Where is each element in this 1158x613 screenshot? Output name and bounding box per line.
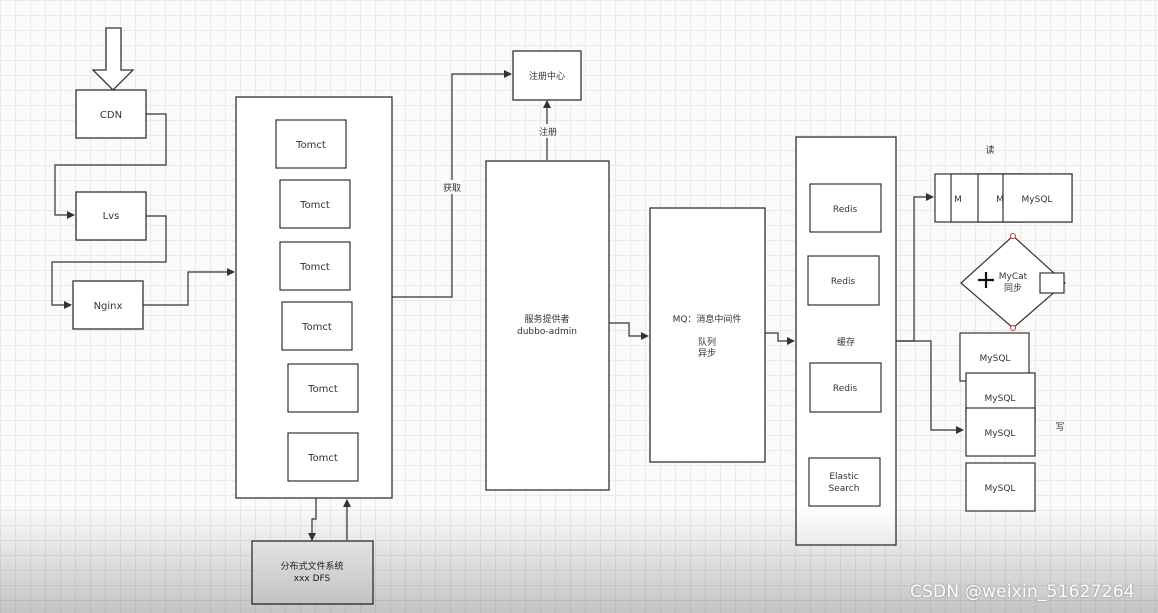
tomcat-label: Tomct xyxy=(307,384,338,395)
mq-node xyxy=(649,207,766,463)
cdn-node xyxy=(75,89,147,139)
tomcat-node xyxy=(279,179,351,229)
mq-to-cache-connector xyxy=(765,332,795,345)
redis-node xyxy=(809,183,882,233)
service-provider-node xyxy=(485,160,610,491)
register-label: 注册 xyxy=(539,126,557,138)
lvs-node xyxy=(75,191,147,241)
mysql-read-node xyxy=(1002,173,1073,223)
nginx-to-tomcat-cluster-connector xyxy=(143,268,235,306)
provider-label-line1: 服务提供者 xyxy=(524,313,569,325)
watermark: CSDN @weixin_51627264 xyxy=(910,582,1135,602)
dfs-label-line1: 分布式文件系统 xyxy=(280,560,343,572)
redis-label: Redis xyxy=(833,205,858,215)
cdn-label: CDN xyxy=(100,110,122,121)
elasticsearch-node xyxy=(808,457,881,507)
mysql-write-node xyxy=(965,407,1036,457)
provider-to-mq-connector xyxy=(609,322,649,340)
mysql-read-label-short: M xyxy=(954,195,962,205)
write-label: 写 xyxy=(1055,422,1064,433)
mysql-read-label: MySQL xyxy=(1022,195,1053,205)
fetch-label: 获取 xyxy=(443,183,461,194)
tomcat-label: Tomct xyxy=(301,322,332,333)
dfs-node xyxy=(251,540,374,605)
nginx-label: Nginx xyxy=(94,301,123,312)
tomcat-node xyxy=(281,301,353,351)
cursor-crosshair-icon xyxy=(978,272,994,288)
mysql-write-label: MySQL xyxy=(985,429,1016,439)
mysql-write-label: MySQL xyxy=(980,354,1011,364)
registry-label: 注册中心 xyxy=(529,70,565,82)
redis-label: Redis xyxy=(833,384,858,394)
lvs-label: Lvs xyxy=(103,211,120,222)
registry-node xyxy=(512,50,582,101)
mq-label-line1: MQ：消息中间件 xyxy=(673,313,742,325)
redis-node xyxy=(807,255,880,306)
mycat-label-line1: MyCat xyxy=(999,272,1028,282)
redis-label: Redis xyxy=(831,277,856,287)
es-label-line1: Elastic xyxy=(829,472,858,482)
dfs-label-line2: xxx DFS xyxy=(294,574,331,584)
mq-label-line2: 队列 xyxy=(698,336,716,348)
tomcat-label: Tomct xyxy=(299,200,330,211)
cache-label: 缓存 xyxy=(837,336,855,348)
mysql-write-label: MySQL xyxy=(985,484,1016,494)
mysql-write-label: MySQL xyxy=(985,394,1016,404)
redis-node xyxy=(809,362,882,413)
es-label-line2: Search xyxy=(829,484,860,494)
cache-to-read-connector xyxy=(896,193,934,342)
tomcat-node xyxy=(279,241,351,291)
cluster-to-dfs-connector xyxy=(308,498,317,541)
mq-label-line3: 异步 xyxy=(698,348,716,359)
tomcat-label: Tomct xyxy=(299,262,330,273)
entry-arrow xyxy=(91,27,135,91)
cache-to-write-connector xyxy=(896,340,964,434)
read-label: 读 xyxy=(985,144,994,156)
tomcat-node xyxy=(275,119,347,169)
mycat-label-line2: 同步 xyxy=(1004,283,1022,294)
mysql-write-node xyxy=(965,462,1036,512)
cdn-to-lvs-connector xyxy=(54,113,167,219)
tomcat-node xyxy=(287,432,359,482)
nginx-node xyxy=(72,280,144,330)
tomcat-label: Tomct xyxy=(295,140,326,151)
tomcat-node xyxy=(287,363,359,413)
tomcat-label: Tomct xyxy=(307,453,338,464)
mysql-read-label-short: M xyxy=(996,195,1004,205)
lvs-to-nginx-connector xyxy=(51,215,167,309)
provider-label-line2: dubbo-admin xyxy=(517,327,577,337)
